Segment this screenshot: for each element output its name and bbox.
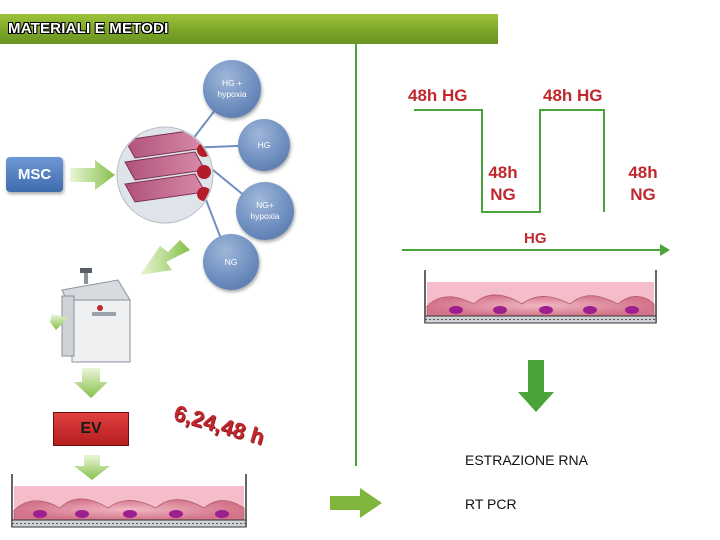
timeline-ng-1-hours: 48h	[488, 163, 518, 182]
node-hg-label: HG	[257, 139, 271, 150]
ev-to-culture-arrow	[74, 455, 110, 480]
step-rt-pcr: RT PCR	[465, 496, 517, 512]
node-hg-hypoxia-label: HG + hypoxia	[217, 78, 247, 99]
msc-arrow	[70, 160, 115, 190]
to-rtpcr-arrow	[330, 488, 382, 518]
centrifuge-device	[50, 268, 131, 363]
title-bar	[0, 14, 498, 44]
culture-dish-right	[424, 270, 657, 324]
timeline-hg-2: 48h HG	[543, 86, 603, 105]
down-arrow	[518, 360, 554, 412]
timeline-ng-1-type: NG	[490, 185, 516, 204]
node-ng-hypoxia: NG+ hypoxia	[236, 182, 294, 240]
centrifuge-to-ev-arrow	[74, 368, 108, 398]
ev-box: EV	[53, 412, 129, 446]
timeline-ng-2: 48h NG	[626, 162, 660, 206]
node-ng: NG	[203, 234, 259, 290]
node-ng-hypoxia-label: NG+ hypoxia	[250, 200, 280, 221]
timeline-ng-1: 48h NG	[486, 162, 520, 206]
node-hg-hypoxia: HG + hypoxia	[203, 60, 261, 118]
hub-to-centrifuge-arrow	[140, 240, 190, 275]
node-hg: HG	[238, 119, 290, 171]
timeline-ng-2-hours: 48h	[628, 163, 658, 182]
msc-label: MSC	[17, 166, 52, 183]
msc-box: MSC	[6, 157, 63, 192]
timeline-axis-arrowhead	[660, 244, 670, 256]
step-rna-extraction: ESTRAZIONE RNA	[465, 452, 588, 468]
culture-dish-left	[11, 474, 247, 528]
timeline-ng-2-type: NG	[630, 185, 656, 204]
timeline-hg-1: 48h HG	[408, 86, 468, 105]
page-title: MATERIALI E METODI	[8, 20, 169, 37]
timeline-axis-hg-label: HG	[524, 230, 547, 247]
divider-line	[355, 44, 357, 466]
timeline-step-line	[414, 109, 605, 213]
ev-label: EV	[80, 420, 102, 437]
node-ng-label: NG	[224, 256, 238, 267]
